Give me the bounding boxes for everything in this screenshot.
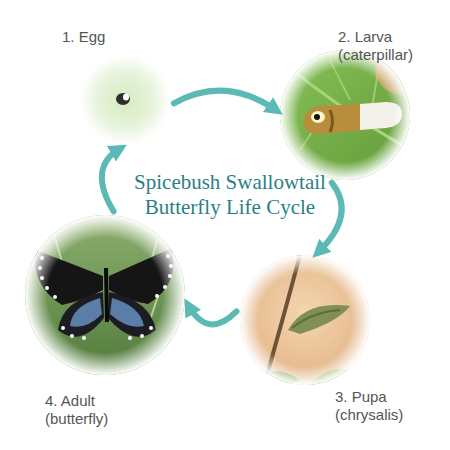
adult-photo (20, 210, 190, 380)
stage-label: 4. Adult (butterfly) (45, 392, 137, 428)
stage-circle: 2. Larva (caterpillar) (280, 50, 410, 180)
pupa-photo (235, 250, 375, 392)
stage-label: 1. Egg (62, 28, 105, 46)
stage-circle: 3. Pupa (chrysalis) (240, 255, 370, 385)
stage-label: 2. Larva (caterpillar) (338, 28, 430, 64)
egg-photo (80, 55, 170, 145)
stage-circle: 1. Egg (80, 55, 170, 145)
cycle-arrow (188, 305, 236, 324)
cycle-arrow (102, 149, 120, 212)
cycle-arrow (174, 91, 276, 111)
stage-circle: 4. Adult (butterfly) (25, 215, 185, 375)
stage-label: 3. Pupa (chrysalis) (335, 388, 427, 424)
diagram-title: Spicebush Swallowtail Butterfly Life Cyc… (122, 170, 338, 220)
